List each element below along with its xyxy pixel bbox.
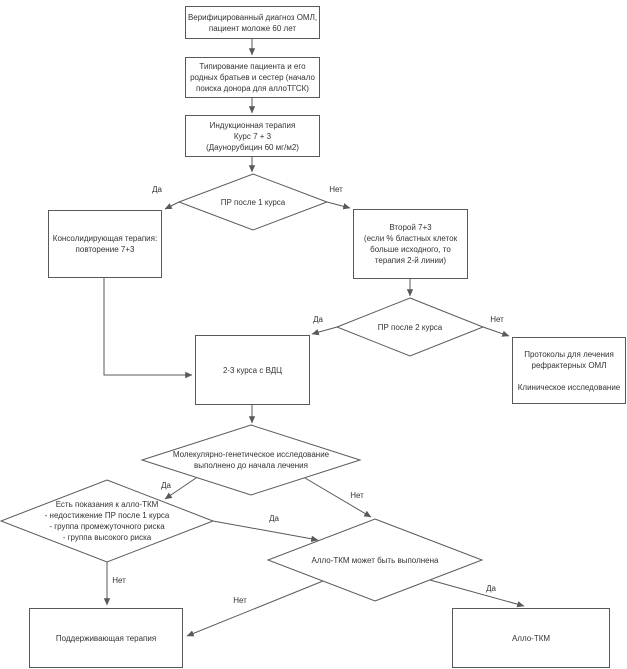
edge-label-pr2-yes: Да xyxy=(312,315,324,325)
edge-pr2-yes-to-vdc xyxy=(311,326,338,336)
node-induction-therapy: Индукционная терапия Курс 7 + 3 (Даунору… xyxy=(185,115,320,157)
edge-label-pr2-no: Нет xyxy=(489,315,505,325)
edge-label-mol-no: Нет xyxy=(349,491,365,501)
edge-label-pr1-yes: Да xyxy=(151,185,163,195)
node-vdc-courses: 2-3 курса с ВДЦ xyxy=(195,335,310,405)
edge-label-ind-yes: Да xyxy=(268,514,280,524)
node-verified-diagnosis: Верифицированный диагноз ОМЛ, пациент мо… xyxy=(185,6,320,39)
edge-feasible-yes-to-allotkm xyxy=(429,579,525,608)
decision-pr-after-course1-label: ПР после 1 курса xyxy=(220,197,286,207)
edge-feasible-no-to-maintenance xyxy=(186,580,324,637)
edge-label-feas-yes: Да xyxy=(485,584,497,594)
decision-allo-tkm-indications-label: Есть показания к алло-ТКМ - недостижение… xyxy=(44,500,170,542)
edge-molecular-no-to-feasible xyxy=(304,477,372,518)
edge-pr2-no-to-protocols xyxy=(482,326,510,337)
decision-molecular-study-label: Молекулярно-генетическое исследование вы… xyxy=(172,450,330,470)
decision-pr-after-course2-shape xyxy=(335,297,485,357)
edge-label-mol-yes: Да xyxy=(160,481,172,491)
node-typing: Типирование пациента и его родных братье… xyxy=(185,57,320,98)
edge-pr1-yes-to-consolidation xyxy=(164,201,180,210)
decision-allo-tkm-feasible-label: Алло-ТКМ может быть выполнена xyxy=(311,555,439,565)
decision-pr-after-course2-label: ПР после 2 курса xyxy=(377,322,443,332)
edge-indications-yes-to-feasible xyxy=(212,520,319,542)
edge-label-pr1-no: Нет xyxy=(328,185,344,195)
decision-molecular-study-shape xyxy=(140,424,362,496)
edge-consolidation-to-vdc xyxy=(103,278,193,379)
node-consolidation-therapy: Консолидирующая терапия: повторение 7+3 xyxy=(48,210,162,278)
node-refractory-protocols: Протоколы для лечения рефрактерных ОМЛ К… xyxy=(512,337,626,404)
edge-pr1-no-to-second73 xyxy=(326,201,351,210)
node-maintenance-therapy: Поддерживающая терапия xyxy=(29,608,183,668)
node-second-7-3: Второй 7+3 (если % бластных клеток больш… xyxy=(353,209,468,279)
edge-label-feas-no: Нет xyxy=(232,596,248,606)
node-allo-tkm: Алло-ТКМ xyxy=(452,608,610,668)
decision-allo-tkm-feasible-shape xyxy=(266,518,484,602)
edge-molecular-yes-to-indications xyxy=(164,477,197,500)
decision-pr-after-course1-shape xyxy=(177,173,329,231)
edge-label-ind-no: Нет xyxy=(111,576,127,586)
